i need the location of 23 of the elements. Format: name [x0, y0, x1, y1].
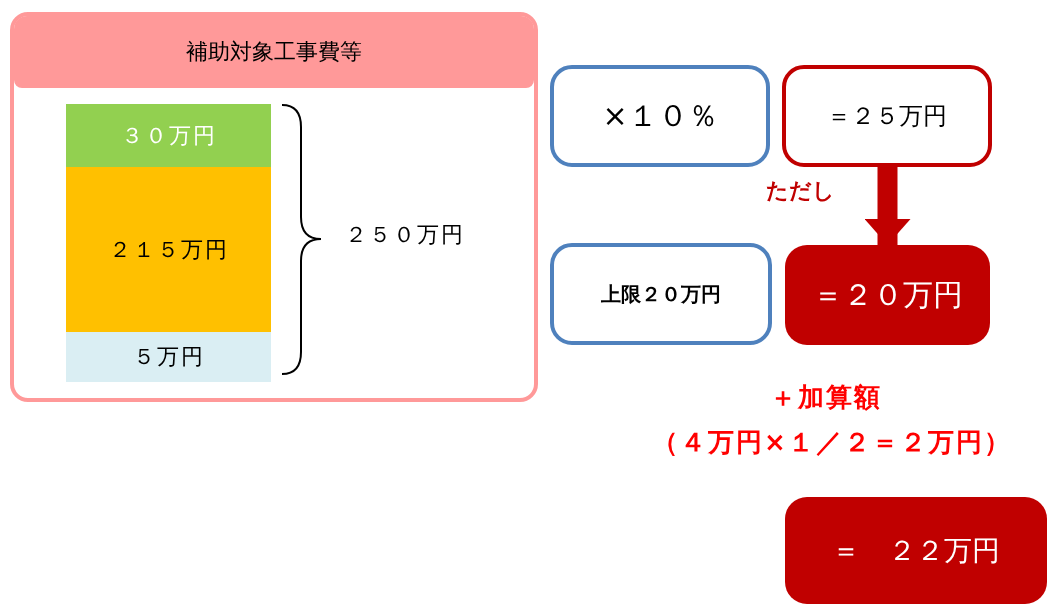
bar-segment	[66, 332, 271, 382]
total-amount-text: ２５０万円	[345, 221, 465, 249]
panel-header: 補助対象工事費等	[14, 16, 534, 88]
edge-label: ただし	[765, 177, 835, 205]
result-box	[785, 245, 990, 345]
formula-text: （４万円×１／２＝２万円）	[652, 426, 1012, 459]
rounded-box	[550, 65, 770, 167]
result-box	[785, 497, 1047, 604]
block-arrow	[864, 167, 911, 245]
group-panel	[10, 12, 538, 402]
value-text: ５万円	[132, 343, 205, 371]
bar-segment	[66, 104, 271, 167]
value-text: ３０万円	[120, 121, 217, 150]
rounded-box	[782, 65, 992, 167]
addition-text: ＋加算額	[770, 381, 882, 414]
value-text: ×１０％	[602, 96, 718, 135]
value-text: ＝ ２２万円	[832, 532, 1000, 569]
rounded-box	[550, 243, 772, 345]
bar-segment	[66, 167, 271, 332]
value-text: ２１５万円	[108, 235, 229, 264]
value-text: 上限２０万円	[601, 280, 721, 308]
value-text: ＝２５万円	[827, 101, 947, 132]
value-text: ＝２０万円	[812, 275, 963, 314]
